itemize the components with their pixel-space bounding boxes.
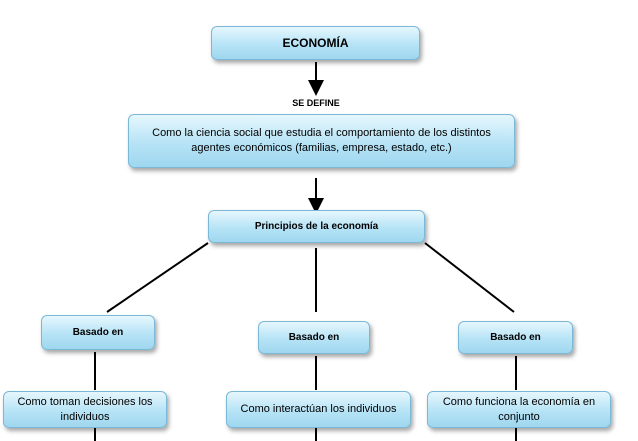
line-principles-to-left bbox=[106, 242, 209, 313]
definition-node: Como la ciencia social que estudia el co… bbox=[128, 114, 515, 168]
left-based-on-node: Basado en bbox=[41, 315, 155, 350]
line-principles-to-right bbox=[424, 242, 515, 313]
link-label-se-define: SE DEFINE bbox=[292, 98, 340, 108]
right-based-on-node: Basado en bbox=[458, 321, 573, 354]
left-detail-node: Como toman decisiones los individuos bbox=[3, 391, 167, 428]
right-detail-node: Como funciona la economía en conjunto bbox=[427, 391, 611, 428]
principles-node: Principios de la economía bbox=[208, 210, 425, 243]
root-node: ECONOMÍA bbox=[211, 26, 420, 60]
center-detail-node: Como interactúan los individuos bbox=[226, 391, 411, 428]
center-based-on-node: Basado en bbox=[258, 321, 370, 354]
